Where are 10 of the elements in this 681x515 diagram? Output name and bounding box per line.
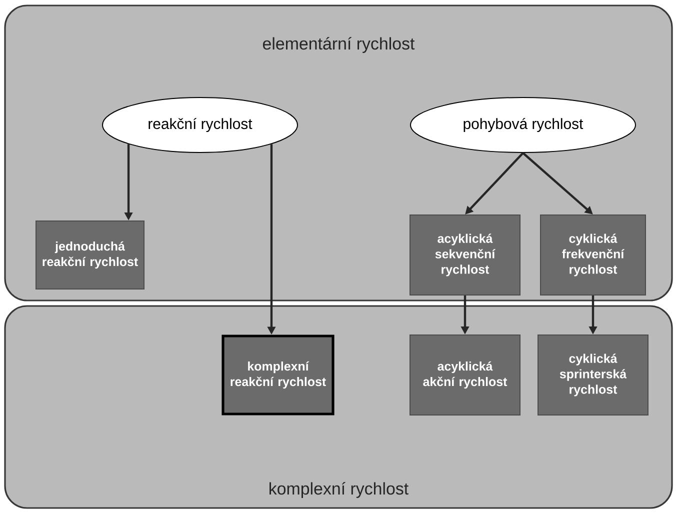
band-title: komplexní rychlost [270,482,408,498]
category-box: cyklická sprinterská rychlost [538,334,648,416]
category-box: cyklická frekvenční rychlost [540,214,646,296]
category-box: acyklická sekvenční rychlost [410,214,520,296]
ellipse-node: pohybová rychlost [410,97,636,153]
band-title: elementární rychlost [262,37,415,53]
category-box: komplexní reakční rychlost [222,334,334,416]
category-box: acyklická akční rychlost [410,334,520,416]
category-box: jednoduchá reakční rychlost [36,220,144,290]
ellipse-node: reakční rychlost [102,97,298,153]
